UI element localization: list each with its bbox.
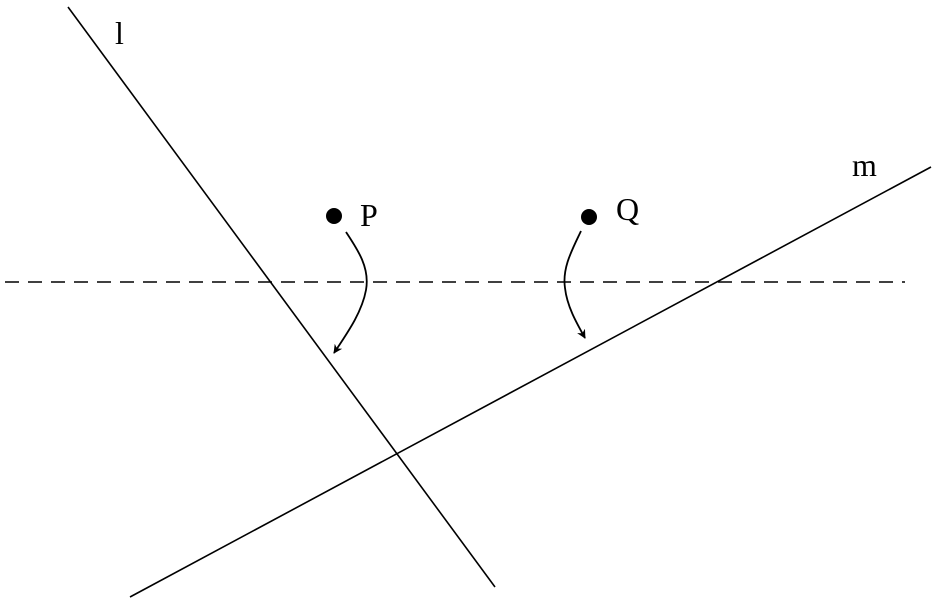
arrow-p xyxy=(333,231,368,354)
line-m xyxy=(129,166,932,598)
arrow-q xyxy=(563,230,586,339)
label-q: Q xyxy=(616,191,639,227)
label-p: P xyxy=(360,197,378,233)
label-m: m xyxy=(852,147,877,183)
line-l xyxy=(67,6,496,588)
point-p-dot xyxy=(326,208,342,224)
point-q-dot xyxy=(581,209,597,225)
label-l: l xyxy=(115,15,124,51)
